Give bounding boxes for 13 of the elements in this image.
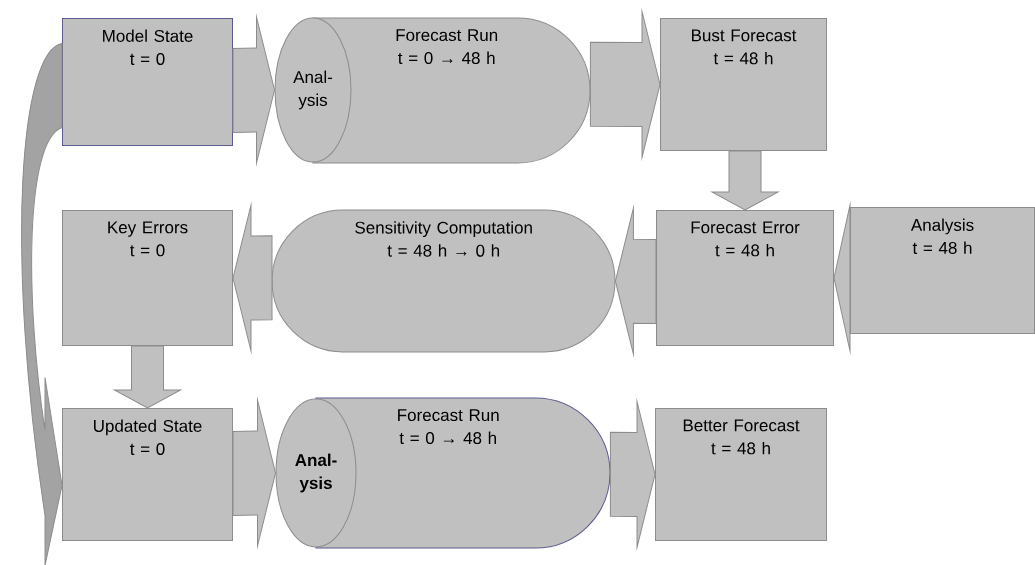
block-arrow [232, 399, 276, 547]
node-label: t = 48 h [912, 241, 972, 254]
block-arrow [614, 207, 657, 355]
curved-arrow [21, 43, 63, 565]
process-box: Model State t = 0 [62, 18, 233, 146]
node-label: Analysis [910, 218, 974, 235]
process-box: Key Errors t = 0 [62, 210, 233, 346]
block-arrow [114, 345, 181, 409]
block-arrow [232, 16, 275, 164]
process-box: Bust Forecast t = 48 h [660, 18, 827, 151]
block-arrow [711, 150, 779, 211]
process-box: Better Forecast t = 48 h [655, 408, 827, 541]
process-box: Updated State t = 0 [62, 408, 233, 541]
